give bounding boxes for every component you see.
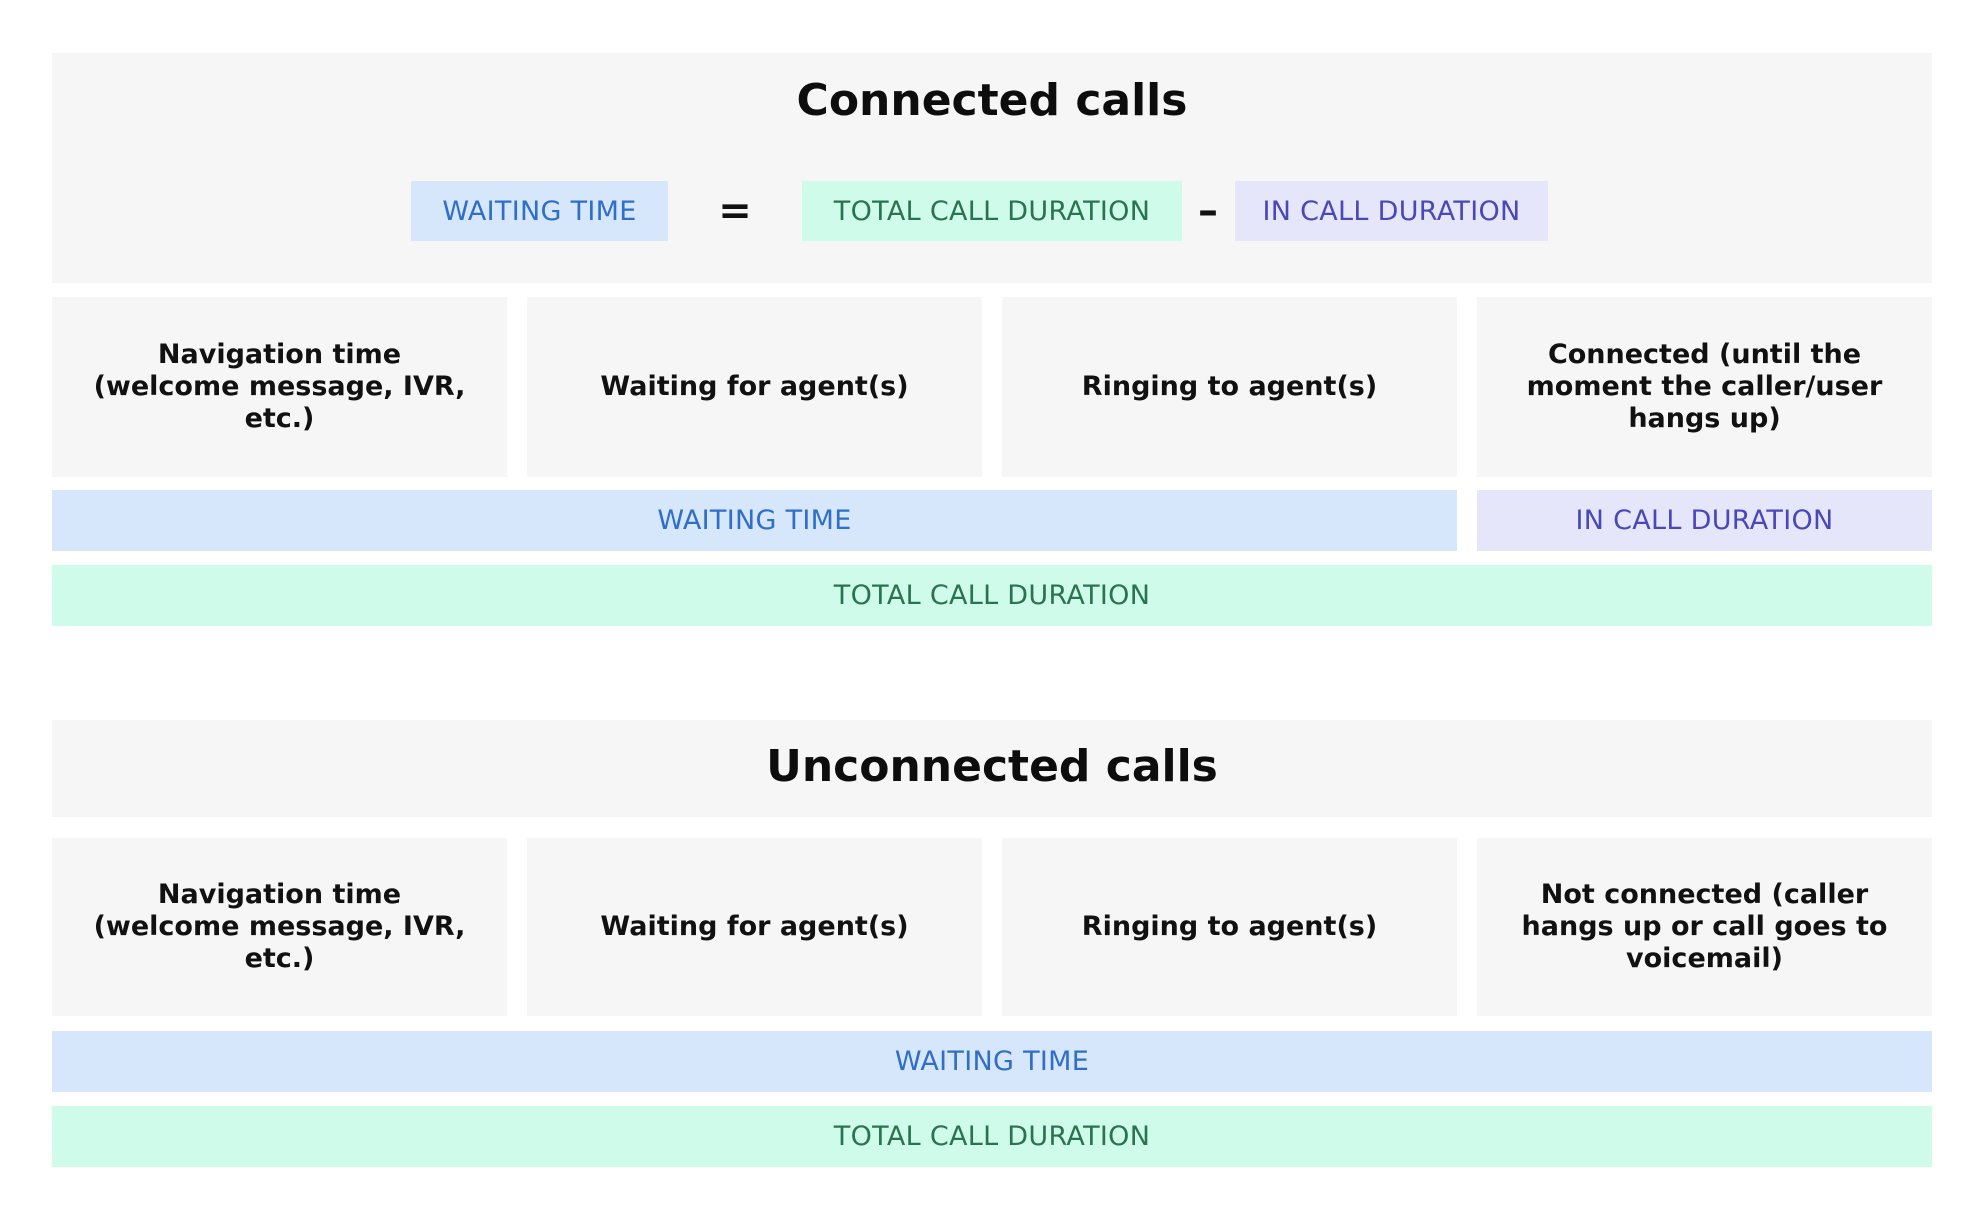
connected-stage-waiting: Waiting for agent(s) [527, 297, 982, 477]
formula-equals-sign: = [718, 188, 752, 234]
formula-waiting-time: WAITING TIME [411, 181, 668, 241]
unconnected-stage-waiting: Waiting for agent(s) [527, 838, 982, 1016]
connected-stage-navigation: Navigation time (welcome message, IVR, e… [52, 297, 507, 477]
unconnected-calls-title: Unconnected calls [766, 741, 1218, 792]
unconnected-total-call-duration-bar: TOTAL CALL DURATION [52, 1106, 1932, 1167]
connected-header-panel: Connected calls [52, 53, 1932, 283]
connected-calls-title: Connected calls [796, 75, 1188, 126]
formula-in-call-duration: IN CALL DURATION [1235, 181, 1548, 241]
unconnected-header-panel: Unconnected calls [52, 720, 1932, 817]
unconnected-stage-ringing: Ringing to agent(s) [1002, 838, 1457, 1016]
unconnected-waiting-time-bar: WAITING TIME [52, 1031, 1932, 1092]
formula-total-call-duration: TOTAL CALL DURATION [802, 181, 1182, 241]
connected-total-call-duration-bar: TOTAL CALL DURATION [52, 565, 1932, 626]
connected-waiting-time-bar: WAITING TIME [52, 490, 1457, 551]
connected-stage-ringing: Ringing to agent(s) [1002, 297, 1457, 477]
unconnected-stage-navigation: Navigation time (welcome message, IVR, e… [52, 838, 507, 1016]
formula-minus-sign: – [1198, 188, 1218, 234]
connected-in-call-duration-bar: IN CALL DURATION [1477, 490, 1932, 551]
unconnected-stage-not-connected: Not connected (caller hangs up or call g… [1477, 838, 1932, 1016]
connected-stage-connected: Connected (until the moment the caller/u… [1477, 297, 1932, 477]
